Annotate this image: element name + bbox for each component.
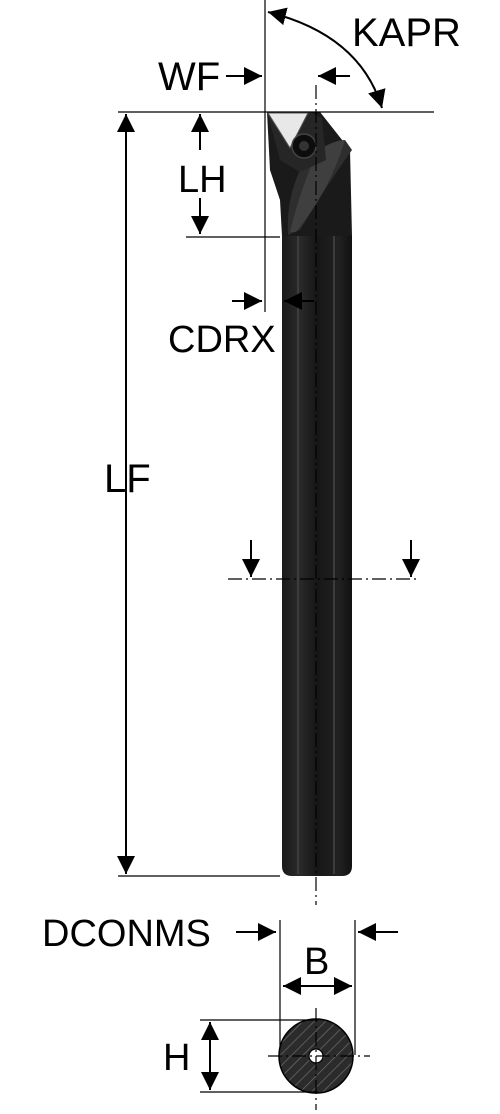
h-label: H [163,1037,190,1079]
cutting-insert [267,112,326,172]
kapr-arc [267,7,386,109]
cdrx-label: CDRX [168,319,276,361]
wf-label: WF [158,55,220,99]
dconms-label: DCONMS [42,913,211,955]
kapr-label: KAPR [352,11,461,55]
tool-shank [282,236,352,876]
lh-label: LH [178,159,227,201]
lf-label: LF [104,457,151,501]
b-label: B [304,941,329,983]
